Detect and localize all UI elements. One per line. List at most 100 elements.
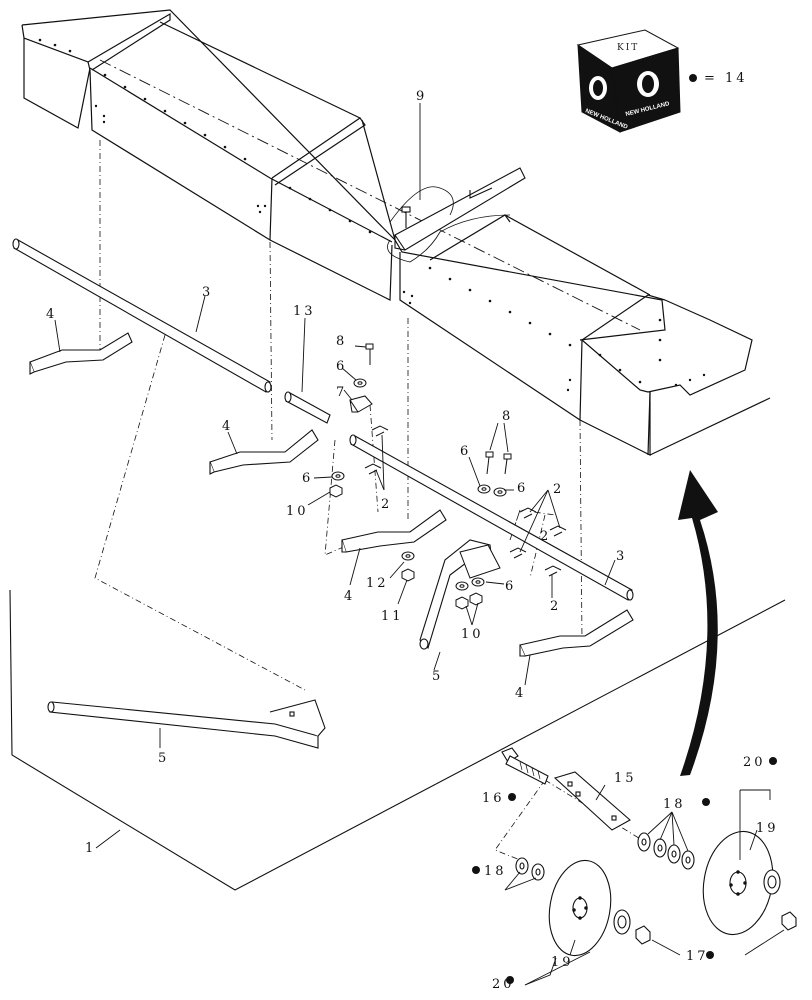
bolt-8-single xyxy=(365,343,374,365)
alignment-lines xyxy=(94,140,651,861)
tube-3-right xyxy=(349,434,634,601)
bolt-9 xyxy=(401,206,411,228)
clip-7 xyxy=(349,395,373,413)
plate-7b xyxy=(459,544,501,579)
callout-6c: 6 xyxy=(460,444,471,459)
angle-bracket xyxy=(394,167,526,251)
callout-9: 9 xyxy=(416,89,427,104)
leader-1 xyxy=(95,829,121,849)
callout-6d: 6 xyxy=(517,481,528,496)
kit-bullet-icon xyxy=(689,74,697,82)
tube-13 xyxy=(284,317,331,424)
nut-17-right xyxy=(781,911,797,931)
callout-2d: 2 xyxy=(540,529,551,544)
hardware-items xyxy=(307,343,567,626)
callout-12: 12 xyxy=(366,576,389,591)
callout-11: 11 xyxy=(381,609,404,624)
callout-16: 16 xyxy=(482,791,505,806)
bolt-16 xyxy=(501,747,549,785)
callout-2c: 2 xyxy=(550,599,561,614)
installation-arrow-icon xyxy=(678,470,718,776)
callout-8a: 8 xyxy=(336,334,347,349)
callout-labels: 1 2 2 2 2 3 3 4 4 4 4 5 5 6 6 6 6 6 7 8 … xyxy=(46,89,779,992)
nut-11 xyxy=(401,568,415,582)
bracket-4b xyxy=(209,429,319,473)
kit-legend: = 14 xyxy=(704,71,748,86)
leader-3b xyxy=(604,559,616,586)
bullet-20-icon xyxy=(769,757,777,765)
callout-8b: 8 xyxy=(502,409,513,424)
brackets-4 xyxy=(29,319,634,686)
callout-15: 15 xyxy=(614,771,637,786)
callout-3b: 3 xyxy=(616,549,627,564)
top-bracket-assembly xyxy=(387,103,526,263)
washers-18-left xyxy=(504,857,545,891)
leader-4a xyxy=(54,319,61,353)
nut-17-left xyxy=(635,925,651,945)
callout-5a: 5 xyxy=(432,669,443,684)
hopper-front-panel-2 xyxy=(269,239,393,301)
callout-4b: 4 xyxy=(222,419,233,434)
callout-13: 13 xyxy=(293,304,316,319)
leader-4d xyxy=(524,654,531,686)
leader-3a xyxy=(195,295,206,333)
nut-10b xyxy=(455,596,469,610)
callout-4a: 4 xyxy=(46,307,57,322)
kit-cube-icon: NEW HOLLAND NEW HOLLAND KIT xyxy=(576,29,681,133)
callout-2b: 2 xyxy=(553,482,564,497)
u-bolt-2c xyxy=(544,565,562,577)
bullet-18-icon xyxy=(702,798,710,806)
callout-2a: 2 xyxy=(381,497,392,512)
bullet-18b-icon xyxy=(472,866,480,874)
hopper-front-panel-3 xyxy=(399,252,583,422)
bracket-4c xyxy=(341,509,447,553)
callout-5b: 5 xyxy=(158,751,169,766)
callout-4c: 4 xyxy=(344,589,355,604)
tube-3-left xyxy=(12,238,272,393)
callout-19b: 19 xyxy=(551,955,574,970)
callout-20b: 20 xyxy=(492,977,515,992)
callout-10b: 10 xyxy=(461,627,484,642)
callout-10a: 10 xyxy=(286,504,309,519)
callout-7: 7 xyxy=(336,385,347,400)
hopper-front-panel-1 xyxy=(89,69,273,242)
bracket-4d xyxy=(519,609,634,657)
callout-6a: 6 xyxy=(336,359,347,374)
kit-label: KIT xyxy=(617,43,639,53)
leader-4c xyxy=(349,547,361,586)
leader-13 xyxy=(301,317,306,393)
nut-10a xyxy=(329,484,343,498)
hopper-end-panel xyxy=(23,38,91,129)
bullet-20b-icon xyxy=(506,976,514,984)
leader-5a xyxy=(433,651,441,671)
hopper-front-panel-4 xyxy=(579,392,651,456)
bracket-4a xyxy=(29,332,133,373)
callout-18a: 18 xyxy=(663,797,686,812)
disc-19-left xyxy=(548,859,631,957)
bolt-8-pair xyxy=(485,422,512,475)
bullet-17-icon xyxy=(706,951,714,959)
rivet-dots xyxy=(38,38,706,392)
callout-4d: 4 xyxy=(515,686,526,701)
hopper-front-rim xyxy=(89,67,393,243)
bent-rod-5-lower xyxy=(47,699,326,749)
kit-bullets xyxy=(472,757,777,984)
plate-15 xyxy=(553,771,631,831)
leader-4b xyxy=(227,431,238,455)
callout-18b: 18 xyxy=(484,864,507,879)
hopper-top-edge xyxy=(21,9,666,341)
disc-19-right xyxy=(702,830,781,936)
washers-18-right xyxy=(637,811,695,870)
callout-6e: 6 xyxy=(505,579,516,594)
disc-kit-parts xyxy=(501,747,797,986)
callout-17: 17 xyxy=(686,949,709,964)
bullet-16-icon xyxy=(508,793,516,801)
callout-19a: 19 xyxy=(756,821,779,836)
u-bolt-2b xyxy=(519,507,537,519)
callout-1: 1 xyxy=(85,841,96,856)
callout-6b: 6 xyxy=(302,471,313,486)
floor-outline xyxy=(9,589,786,891)
callout-3a: 3 xyxy=(202,285,213,300)
